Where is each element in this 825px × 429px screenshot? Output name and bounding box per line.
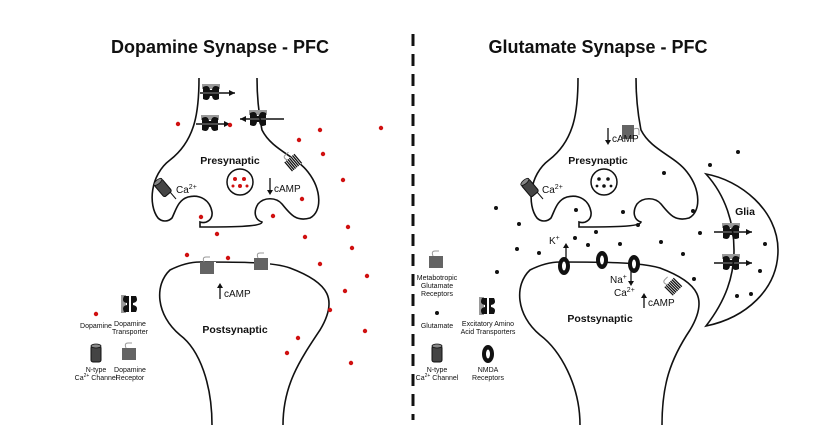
left-camp-post-label: cAMP bbox=[224, 289, 251, 300]
left-camp-pre-label: cAMP bbox=[274, 184, 301, 195]
left-presynaptic-label: Presynaptic bbox=[200, 155, 260, 167]
k-label: K+ bbox=[549, 235, 560, 247]
legend-channel-line2: Ca2+ Channel bbox=[75, 373, 118, 382]
left-title: Dopamine Synapse - PFC bbox=[111, 37, 329, 57]
legend-eaat-line2: Acid Transporters bbox=[461, 329, 516, 336]
glutamate-postsynaptic-terminal bbox=[518, 261, 700, 426]
nmda-legend-icon bbox=[482, 345, 494, 363]
glia-cell bbox=[703, 172, 779, 328]
legend-dopamine-label: Dopamine bbox=[80, 323, 112, 330]
dopamine-molecules bbox=[175, 121, 384, 366]
nmda-receptor-icon bbox=[596, 251, 608, 269]
legend-mglur-line1: Metabotropic bbox=[417, 275, 458, 282]
dopamine-transporter-icon bbox=[196, 115, 230, 131]
nmda-receptor-icon bbox=[558, 257, 570, 275]
legend-channel-line1: N-type bbox=[427, 367, 448, 374]
dopamine-legend-icon bbox=[93, 311, 99, 317]
right-ca-label: Ca2+ bbox=[542, 184, 563, 196]
right-title: Glutamate Synapse - PFC bbox=[488, 37, 707, 57]
left-ca-label: Ca2+ bbox=[176, 184, 197, 196]
glutamate-legend-icon bbox=[435, 311, 439, 315]
legend-mglur-line3: Receptors bbox=[421, 291, 453, 298]
dopamine-transporter-icon bbox=[200, 84, 235, 100]
mglur-receptor-icon bbox=[659, 271, 685, 297]
legend-receptor-line1: Dopamine bbox=[114, 367, 146, 374]
eaat-legend-icon bbox=[479, 297, 495, 315]
ca-channel-legend-icon bbox=[431, 343, 443, 363]
legend-glutamate-label: Glutamate bbox=[421, 323, 453, 330]
dopamine-receptor-icon bbox=[253, 252, 271, 271]
right-legend: Metabotropic Glutamate Receptors Glutama… bbox=[416, 250, 516, 382]
right-postsynaptic-label: Postsynaptic bbox=[567, 313, 633, 325]
glutamate-vesicle bbox=[590, 168, 618, 196]
dopamine-receptor-icon bbox=[199, 256, 217, 275]
ca-channel-icon bbox=[152, 176, 177, 200]
ca-post-label: Ca2+ bbox=[614, 287, 635, 299]
mglur-legend-icon bbox=[428, 250, 446, 269]
left-legend: Dopamine Dopamine Transporter N-type Ca2… bbox=[75, 295, 149, 382]
legend-eaat-line1: Excitatory Amino bbox=[462, 321, 514, 328]
legend-channel-line1: N-type bbox=[86, 367, 107, 374]
legend-receptor-line2: Receptor bbox=[116, 375, 145, 382]
nmda-receptor-icon bbox=[628, 255, 640, 273]
ca-channel-icon bbox=[519, 176, 544, 200]
glutamate-presynaptic-terminal bbox=[530, 77, 699, 228]
dopamine-vesicle bbox=[226, 168, 254, 196]
na-label: Na+ bbox=[610, 274, 627, 286]
dopamine-presynaptic-terminal bbox=[151, 77, 320, 228]
dopamine-postsynaptic-terminal bbox=[158, 261, 330, 426]
dopamine-receptor-legend-icon bbox=[121, 342, 139, 361]
eaat-transporter-icon bbox=[714, 254, 752, 270]
right-presynaptic-label: Presynaptic bbox=[568, 155, 628, 167]
eaat-transporter-icon bbox=[714, 223, 752, 239]
dopamine-transporter-icon bbox=[240, 110, 284, 126]
glia-label: Glia bbox=[735, 206, 755, 218]
right-camp-pre-label: cAMP bbox=[612, 134, 639, 145]
legend-channel-line2: Ca2+ Channel bbox=[416, 373, 459, 382]
dopamine-transporter-legend-icon bbox=[121, 295, 137, 313]
legend-transporter-line2: Transporter bbox=[112, 329, 149, 336]
left-postsynaptic-label: Postsynaptic bbox=[202, 324, 268, 336]
legend-mglur-line2: Glutamate bbox=[421, 283, 453, 290]
legend-nmda-line2: Receptors bbox=[472, 375, 504, 382]
legend-nmda-line1: NMDA bbox=[478, 367, 499, 374]
ca-channel-legend-icon bbox=[90, 343, 102, 363]
glutamate-molecules bbox=[494, 150, 767, 298]
right-camp-post-label: cAMP bbox=[648, 298, 675, 309]
legend-transporter-line1: Dopamine bbox=[114, 321, 146, 328]
